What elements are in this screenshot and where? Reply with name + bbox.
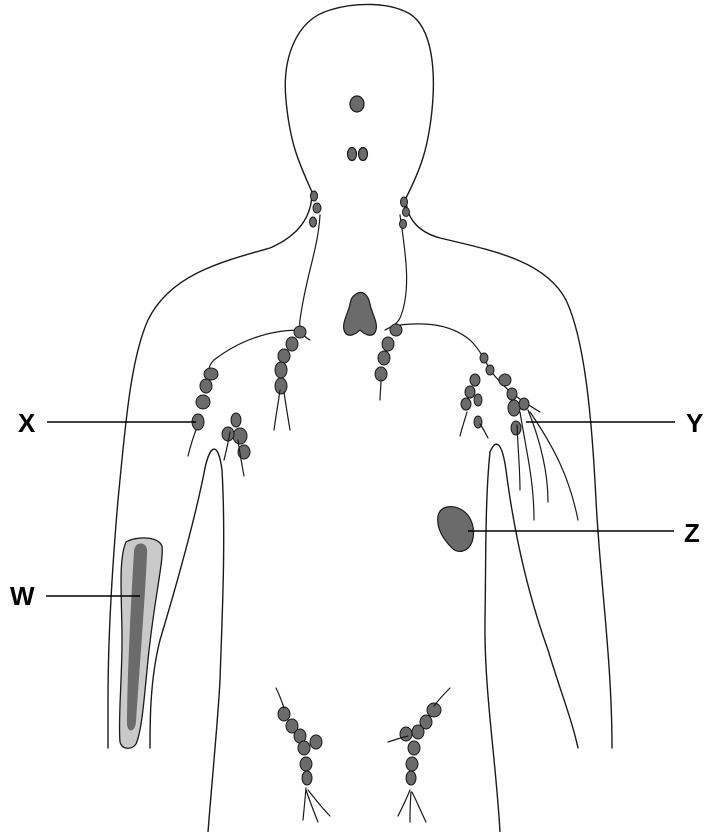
lymph-node	[390, 324, 402, 336]
lymph-node	[313, 203, 321, 213]
lymph-node	[408, 741, 420, 755]
lymph-node	[204, 368, 218, 380]
lymph-node	[461, 398, 471, 410]
lymph-node	[406, 771, 416, 785]
lymph-node	[382, 337, 394, 351]
lymph-node	[310, 217, 317, 227]
lymph-node	[300, 757, 312, 771]
lymph-node	[275, 378, 287, 394]
thymus-shape	[344, 292, 377, 335]
lymph-nodes	[192, 191, 529, 785]
lymph-node	[298, 741, 310, 755]
lymph-node	[465, 386, 475, 398]
label-x: X	[18, 408, 36, 438]
lymph-node	[311, 191, 318, 201]
lymph-node	[508, 400, 520, 416]
right-torso-outline	[485, 452, 500, 832]
right-inner-arm-outline	[490, 444, 578, 748]
lymph-node	[412, 725, 424, 739]
lymph-node	[474, 394, 482, 406]
lymph-node	[378, 351, 390, 365]
label-y: Y	[686, 408, 703, 438]
lymph-node	[302, 771, 312, 785]
lymph-node	[511, 421, 521, 435]
lymph-node	[480, 353, 488, 363]
lymph-node	[401, 197, 408, 207]
lymph-node	[196, 395, 210, 409]
lymph-node	[222, 427, 234, 441]
lymph-node	[310, 735, 322, 749]
head-gland-1	[350, 96, 364, 112]
head-gland-2	[348, 148, 357, 161]
lymph-node	[519, 398, 529, 410]
lymph-node	[375, 367, 387, 381]
lymph-node	[486, 365, 494, 375]
lymph-node	[499, 374, 511, 386]
lymph-node	[200, 379, 212, 393]
lymph-node	[406, 757, 418, 771]
lymph-node	[403, 208, 410, 217]
body-outline	[108, 4, 612, 832]
label-w: W	[10, 581, 35, 611]
lymph-node	[294, 326, 306, 338]
lymph-node	[400, 727, 412, 741]
lymph-node	[470, 374, 480, 386]
left-torso-outline	[205, 449, 224, 832]
left-inner-arm-outline	[150, 468, 205, 748]
head-glands	[348, 96, 368, 161]
z-organ-spleen	[438, 507, 474, 552]
right-shoulder-arm-outline	[406, 198, 612, 748]
lymph-node	[233, 428, 247, 444]
lymph-node	[286, 337, 298, 351]
lymph-node	[275, 362, 287, 378]
head-gland-3	[359, 148, 368, 161]
lymph-node	[278, 707, 290, 721]
label-z: Z	[684, 518, 700, 548]
w-bone	[119, 538, 162, 748]
lymph-node	[278, 349, 290, 363]
lymph-node	[231, 413, 241, 427]
lymph-node	[507, 388, 517, 400]
central-vessels	[209, 215, 540, 412]
lymph-node	[400, 220, 407, 229]
